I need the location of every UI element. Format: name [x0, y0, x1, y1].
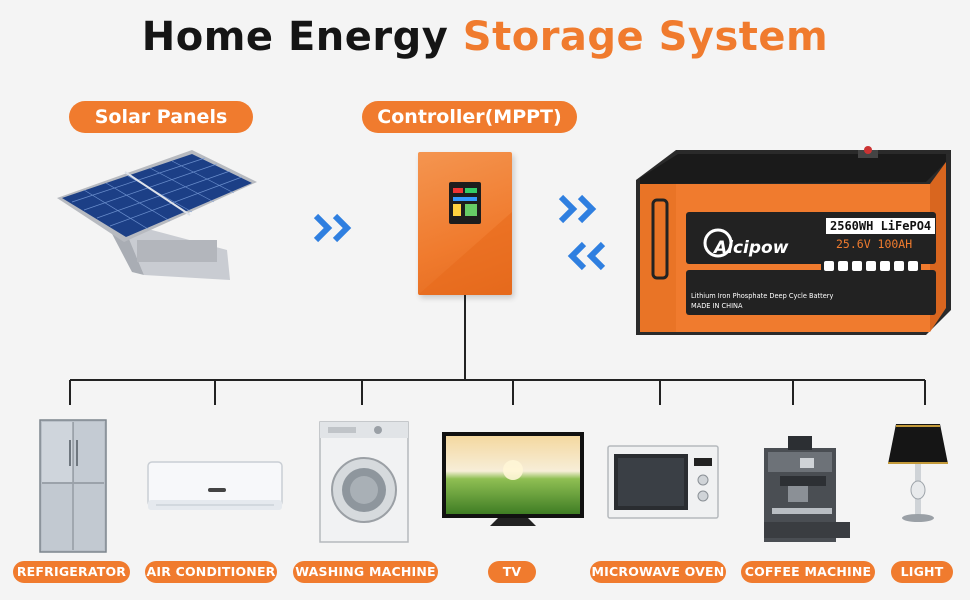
page-title: Home Energy Storage System — [0, 14, 970, 60]
arrow-right-icon — [313, 213, 352, 243]
air-conditioner-icon — [147, 461, 283, 510]
refrigerator-icon — [39, 419, 107, 553]
title-part-2: Storage System — [462, 14, 829, 60]
mppt-controller-icon — [418, 152, 512, 295]
arrow-right-icon — [558, 194, 597, 224]
light-icon — [888, 424, 948, 522]
battery-brand: Aicipow — [714, 238, 789, 258]
appliance-label-washing-machine: WASHING MACHINE — [293, 561, 438, 583]
microwave-oven-icon — [607, 445, 719, 519]
appliance-label-light: LIGHT — [891, 561, 953, 583]
appliance-label-tv: TV — [488, 561, 536, 583]
title-part-1: Home Energy — [141, 14, 449, 60]
appliance-label-microwave-oven: MICROWAVE OVEN — [590, 561, 726, 583]
washing-machine-icon — [319, 421, 409, 543]
tv-icon — [442, 432, 584, 526]
solar-panel-icon — [57, 150, 257, 280]
appliance-label-air-conditioner: AIR CONDITIONER — [145, 561, 277, 583]
battery-capacity: 2560WH LiFePO4 — [826, 218, 936, 234]
coffee-machine-icon — [764, 436, 850, 542]
battery-made-in: MADE IN CHINA — [691, 302, 743, 310]
appliance-label-refrigerator: REFRIGERATOR — [13, 561, 130, 583]
battery: Aicipow 2560WH LiFePO4 25.6V 100AH Lithi… — [626, 140, 956, 340]
battery-description: Lithium Iron Phosphate Deep Cycle Batter… — [691, 292, 834, 300]
battery-icon — [636, 146, 951, 335]
appliance-label-coffee-machine: COFFEE MACHINE — [741, 561, 875, 583]
battery-voltage: 25.6V 100AH — [836, 237, 913, 251]
controller-label: Controller(MPPT) — [362, 101, 577, 133]
solar-panels-label: Solar Panels — [69, 101, 253, 133]
arrow-left-icon — [567, 241, 606, 271]
